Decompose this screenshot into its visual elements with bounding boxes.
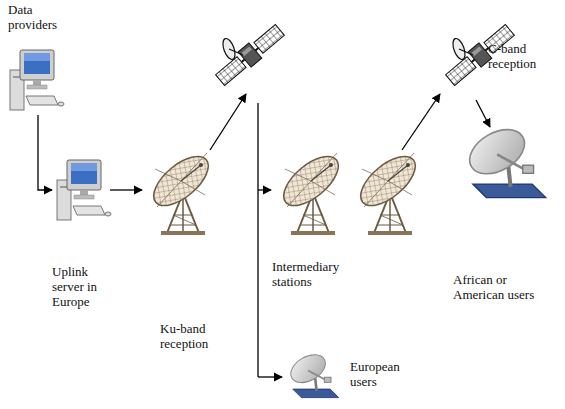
arrow	[110, 189, 142, 190]
user-dish	[462, 120, 546, 197]
intermediary-station: Intermediary stations	[272, 143, 424, 290]
satellite-icon	[214, 22, 287, 87]
dish-antenna	[352, 148, 423, 235]
uplink-server: Uplink server in Europe	[52, 158, 116, 310]
user-station: European users	[283, 345, 408, 405]
arrow	[402, 94, 440, 150]
signal-arrows	[110, 94, 490, 377]
node-label: Data providers	[8, 3, 76, 33]
computer-icon	[57, 160, 111, 220]
arrow	[258, 376, 282, 377]
dish-antenna	[275, 148, 346, 235]
connector-arrow	[38, 115, 52, 190]
user-dish	[286, 349, 339, 398]
arrow	[476, 100, 490, 127]
node-label: Uplink server in Europe	[52, 265, 116, 310]
data-source: Data providers	[8, 3, 86, 115]
band-label: C-band reception	[488, 42, 554, 72]
node-label: Intermediary stations	[272, 260, 362, 290]
computer-icon	[10, 50, 64, 110]
node-label: African or American users	[453, 273, 537, 303]
dish-antenna	[145, 148, 216, 235]
signal-line	[257, 103, 258, 377]
arrow	[258, 189, 271, 190]
user-station: African or American users	[453, 118, 553, 303]
node-label: European users	[350, 360, 408, 390]
band-label: Ku-band reception	[160, 322, 238, 352]
arrow	[210, 94, 246, 150]
